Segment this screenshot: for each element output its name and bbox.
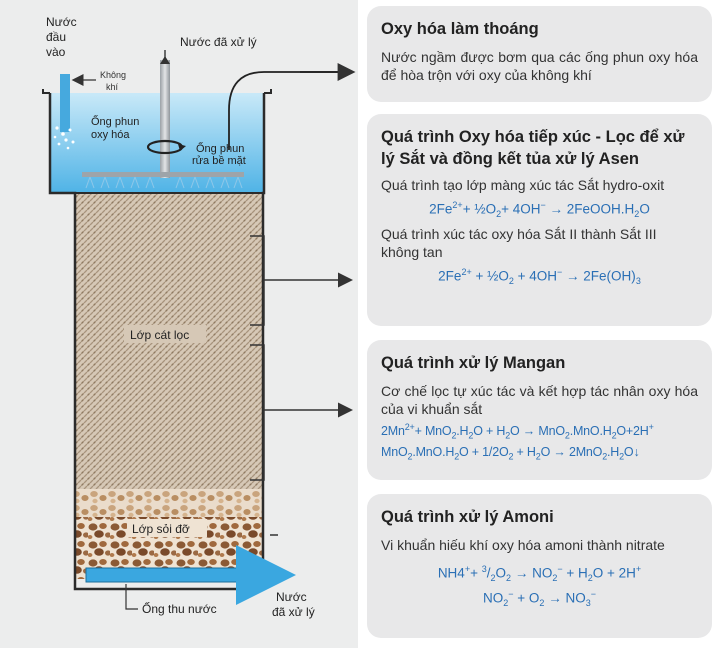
no-air-label-1: Không <box>100 70 126 80</box>
card-iron: Quá trình Oxy hóa tiếp xúc - Lọc để xử l… <box>367 114 712 326</box>
spray-manifold <box>82 172 244 189</box>
collector-pipe <box>85 545 296 610</box>
card-aeration: Oxy hóa làm thoáng Nước ngầm được bơm qu… <box>367 6 712 102</box>
card-iron-text-1: Quá trình tạo lớp màng xúc tác Sắt hydro… <box>381 177 665 193</box>
equation-ammonia-1: NH4++ 3/2O2 → NO2− + H2O + 2H+ <box>437 564 642 584</box>
treated-out-label-2: đã xử lý <box>272 605 315 619</box>
inlet-label-1: Nước <box>46 15 77 29</box>
sand-label-bg <box>124 325 206 343</box>
card-aeration-text: Nước ngầm được bơm qua các ống phun oxy … <box>381 49 698 83</box>
equation-manganese-2: MnO2.MnO.H2O + 1/2O2 + H2O → 2MnO2.H2O↓ <box>381 444 640 462</box>
card-ammonia-text: Vi khuẩn hiếu khí oxy hóa amoni thành ni… <box>381 537 665 553</box>
card-aeration-title: Oxy hóa làm thoáng <box>381 20 539 38</box>
inlet-pipe <box>53 74 96 150</box>
wash-label-2: rửa bề mặt <box>192 155 246 167</box>
wash-label-1: Ống phun <box>196 141 244 155</box>
card-ammonia-title: Quá trình xử lý Amoni <box>381 508 554 526</box>
equation-ammonia-2: NO2− + O2 → NO3− <box>483 589 596 609</box>
treated-out-label-1: Nước <box>276 590 307 604</box>
spray-label-1: Ống phun <box>91 114 139 128</box>
gravel-layer-label: Lớp sỏi đỡ <box>132 522 190 536</box>
sand-layer-label: Lớp cát lọc <box>130 328 189 342</box>
connector-lines <box>250 235 353 536</box>
card-iron-text-2: Quá trình xúc tác oxy hóa Sắt II thành S… <box>381 226 657 261</box>
treated-top-label: Nước đã xử lý <box>180 35 257 49</box>
card-manganese-text: Cơ chế lọc tự xúc tác và kết hợp tác nhâ… <box>381 383 698 417</box>
equation-iron-1: 2Fe2++ ½O2+ 4OH− → 2FeOOH.H2O <box>429 200 650 220</box>
surface-wash-pipe <box>228 63 356 150</box>
spray-label-2: oxy hóa <box>91 129 130 141</box>
treated-water-pipe <box>146 50 186 178</box>
card-manganese-title: Quá trình xử lý Mangan <box>381 354 566 372</box>
inlet-label-3: vào <box>46 45 66 59</box>
equation-manganese-1: 2Mn2++ MnO2.H2O + H2O → MnO2.MnO.H2O+2H+ <box>381 422 654 441</box>
collector-label: Ống thu nước <box>142 601 217 616</box>
inlet-label-2: đầu <box>46 30 66 44</box>
equation-iron-2: 2Fe2+ + ½O2 + 4OH− → 2Fe(OH)3 <box>438 267 641 287</box>
no-air-label-2: khí <box>106 82 119 92</box>
gravel-label-bg <box>127 519 207 537</box>
card-iron-title: Quá trình Oxy hóa tiếp xúc - Lọc để xử l… <box>381 128 685 168</box>
card-ammonia: Quá trình xử lý Amoni Vi khuẩn hiếu khí … <box>367 494 712 638</box>
card-manganese: Quá trình xử lý Mangan Cơ chế lọc tự xúc… <box>367 340 712 480</box>
